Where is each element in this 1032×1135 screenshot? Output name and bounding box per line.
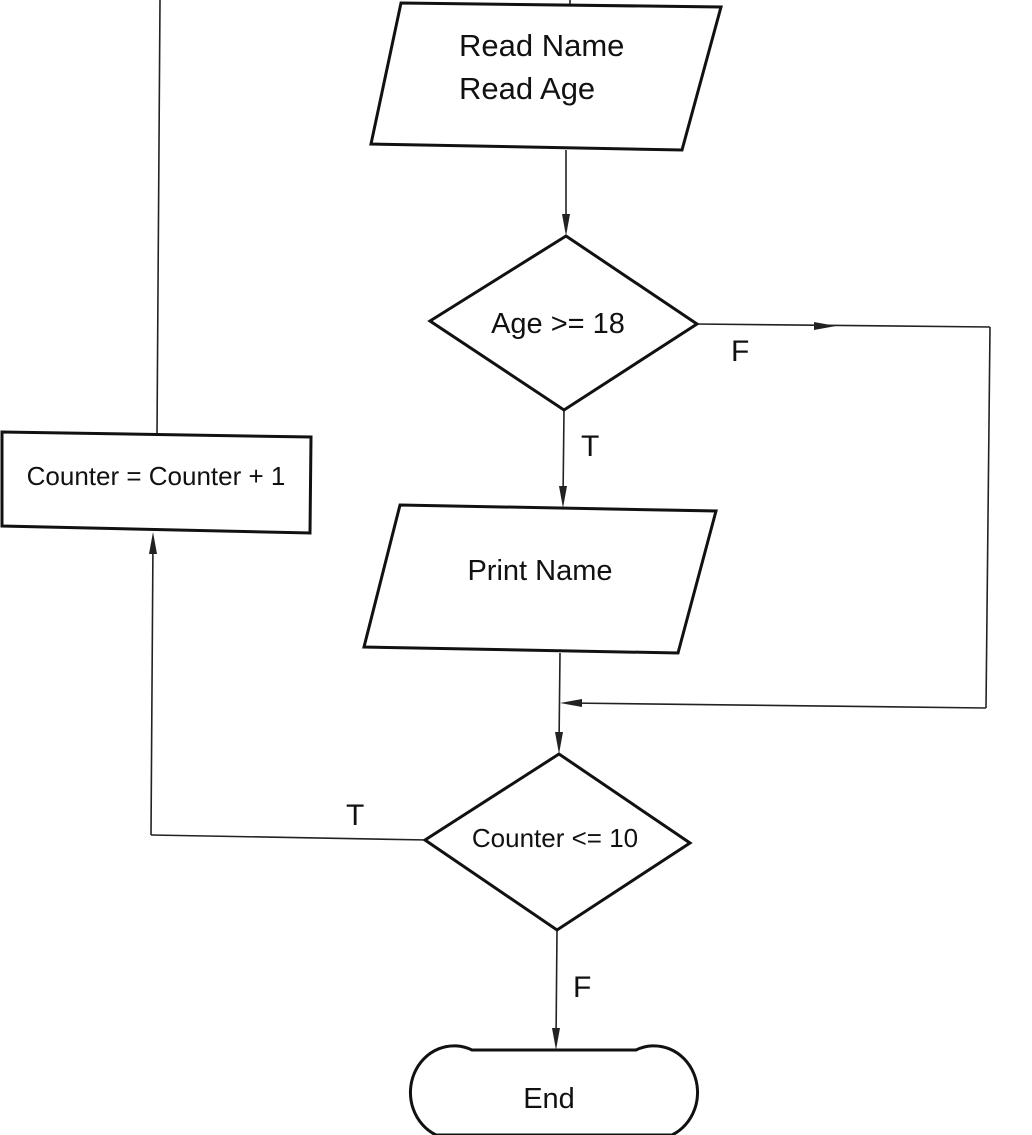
arrowhead-age-false: [814, 322, 836, 330]
end-terminator: [409, 1044, 699, 1135]
counter-increment-node: Counter = Counter + 1: [0, 430, 313, 535]
read-name-label: Read Name: [459, 28, 624, 63]
counter-check-label: Counter <= 10: [472, 823, 638, 853]
age-false-label: F: [731, 335, 749, 368]
arrowhead-counter-false: [552, 1028, 560, 1050]
connector-counter-false: [555, 929, 558, 1043]
connector-counter-true-left: [150, 834, 429, 841]
connector-age-false-back: [567, 702, 987, 709]
arrowhead-merge: [560, 699, 582, 707]
arrowhead-age-true: [559, 486, 567, 508]
print-name-shape: [362, 503, 718, 655]
read-age-label: Read Age: [459, 71, 595, 106]
connectors: [149, 0, 991, 1050]
counter-false-label: F: [573, 971, 591, 1004]
end-label: End: [523, 1083, 575, 1115]
print-name-label: Print Name: [467, 555, 612, 587]
arrowhead-counter-true: [149, 532, 157, 554]
counter-increment-box: [0, 430, 313, 535]
read-input-node: Read Name Read Age: [369, 1, 723, 152]
connector-age-false-down: [985, 326, 991, 709]
end-node: End: [409, 1044, 699, 1135]
counter-increment-label: Counter = Counter + 1: [27, 461, 286, 491]
connector-age-true: [562, 409, 565, 501]
arrowhead-print-to-counter: [555, 732, 563, 754]
read-input-shape: [369, 1, 723, 152]
connector-loop-back-up: [156, 0, 161, 435]
connector-counter-true-up: [150, 539, 154, 836]
age-check-node: Age >= 18: [427, 234, 700, 412]
counter-check-diamond: [422, 752, 693, 932]
connector-age-false-right: [694, 323, 991, 328]
age-check-label: Age >= 18: [491, 308, 625, 340]
counter-true-label: T: [346, 799, 364, 832]
age-true-label: T: [581, 430, 599, 463]
connector-print-to-counter: [558, 652, 561, 747]
arrowhead-read-to-age: [562, 214, 570, 236]
age-check-diamond: [427, 234, 700, 412]
counter-check-node: Counter <= 10: [422, 752, 693, 932]
print-name-node: Print Name: [362, 503, 718, 655]
